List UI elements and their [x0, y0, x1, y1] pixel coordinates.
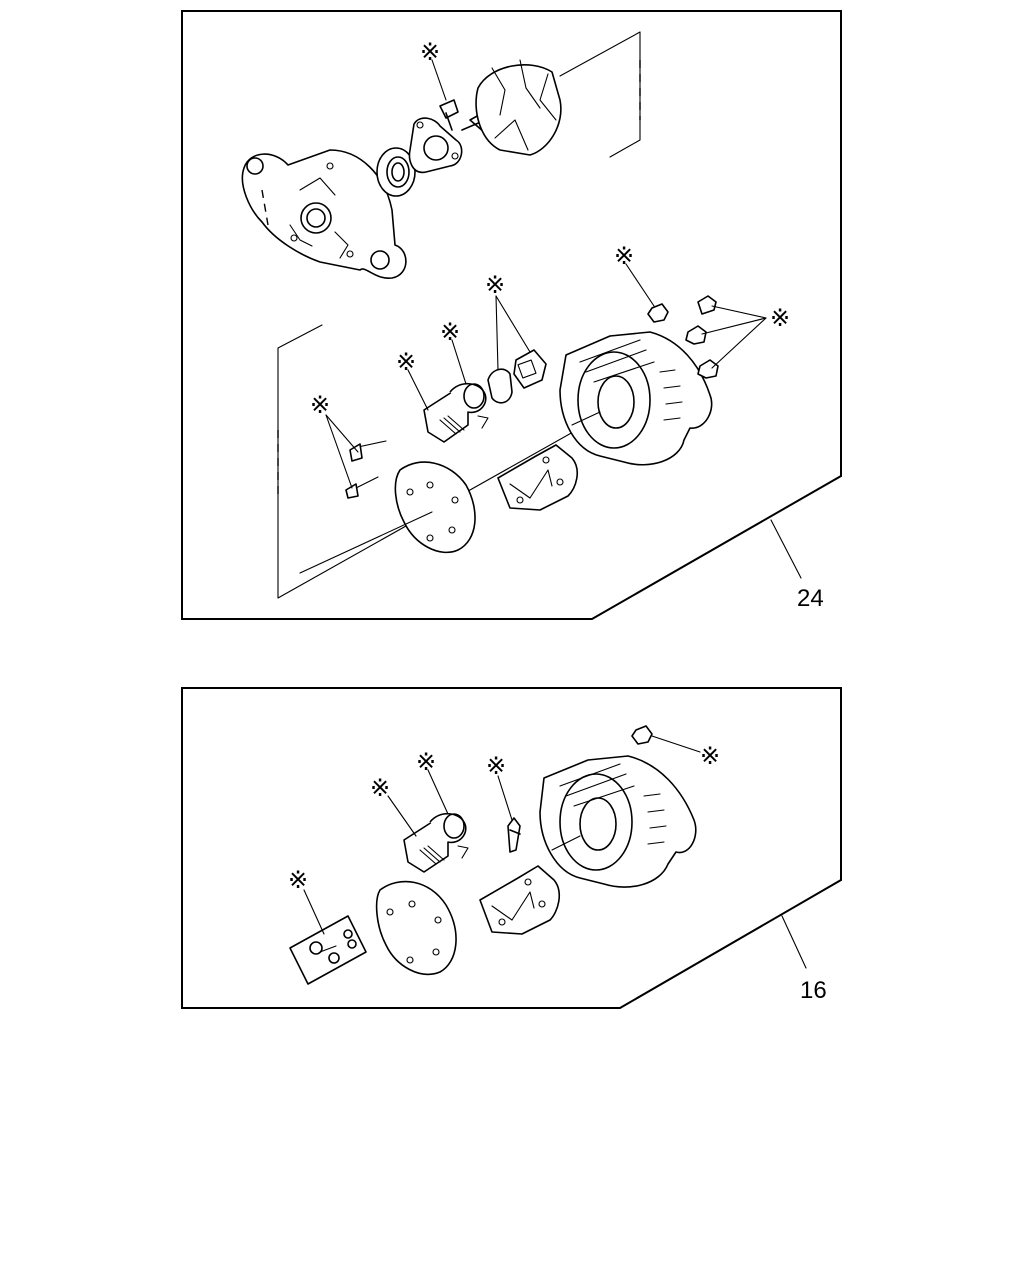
brush-gaskets — [487, 349, 547, 404]
mark-5: ※ — [485, 272, 505, 299]
mark-6: ※ — [614, 243, 634, 270]
mark-b1: ※ — [288, 867, 308, 894]
terminal — [507, 817, 521, 853]
retainer-plate — [408, 117, 463, 174]
bolt-kit — [289, 915, 367, 985]
rotor-bracket — [559, 31, 641, 158]
mark-3: ※ — [396, 349, 416, 376]
insulator-disc-2 — [375, 880, 457, 976]
mark-1: ※ — [420, 39, 440, 66]
brush-holder-2 — [403, 812, 469, 873]
housing-nut-2 — [631, 725, 653, 745]
mark-7: ※ — [770, 305, 790, 332]
panel-bottom-frame — [181, 687, 842, 1009]
bearing — [376, 147, 416, 197]
panel-top-frame — [181, 10, 842, 620]
mark-b4: ※ — [486, 753, 506, 780]
mark-2: ※ — [310, 392, 330, 419]
mark-4: ※ — [440, 319, 460, 346]
panel-top: 24 — [181, 10, 842, 620]
callout-16: 16 — [800, 977, 827, 1004]
rectifier-2 — [479, 865, 561, 935]
rectifier — [497, 444, 579, 511]
brush-holder — [423, 382, 489, 443]
front-housing — [241, 149, 407, 279]
mark-b5: ※ — [700, 743, 720, 770]
rear-housing — [559, 331, 713, 466]
callout-16-leader — [781, 915, 807, 969]
rear-housing-2 — [539, 755, 697, 888]
screw-rotor — [439, 99, 459, 131]
housing-nuts — [647, 295, 719, 379]
rotor — [461, 59, 562, 156]
insulator-disc — [299, 461, 476, 574]
mark-b2: ※ — [370, 775, 390, 802]
callout-24-leader — [770, 519, 802, 579]
panel-bottom: 16 ※ ※ — [181, 687, 842, 1009]
through-bolts — [345, 440, 387, 499]
mark-b3: ※ — [416, 749, 436, 776]
callout-24: 24 — [797, 585, 824, 612]
